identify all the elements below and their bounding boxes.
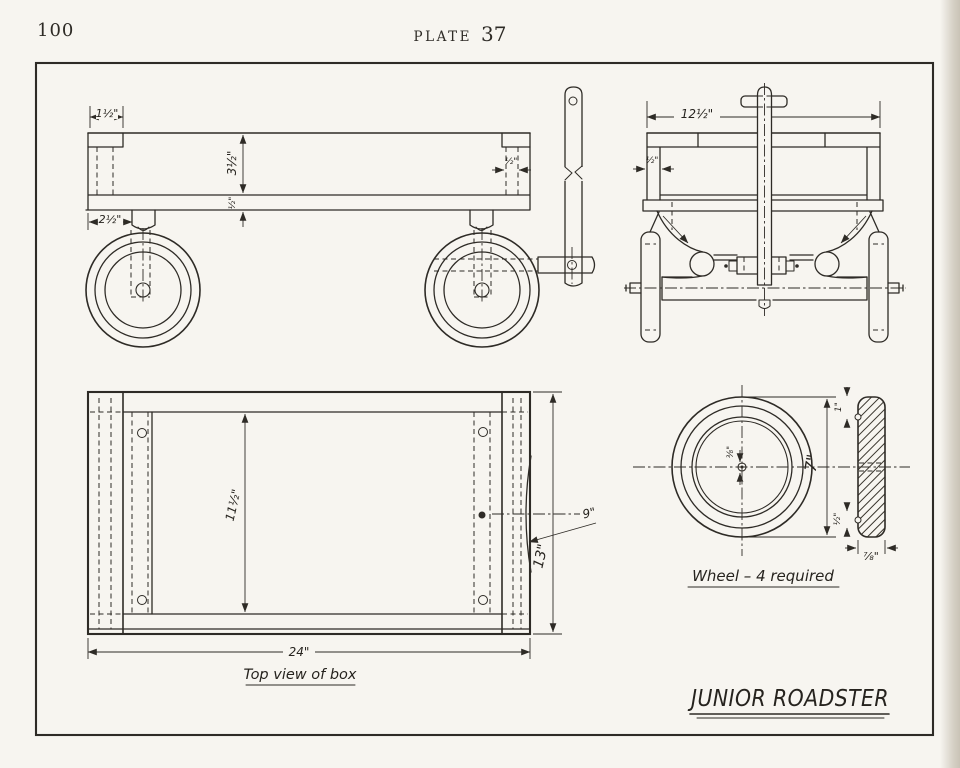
top-left-end	[98, 391, 153, 635]
front-dim-side-thickness: ½"	[646, 156, 659, 166]
top-view: 9" 13" 11½" 24" Top view of box	[86, 390, 597, 686]
side-dim-rear-cleat: ½"	[505, 157, 518, 167]
front-dim-overall-width: 12½"	[681, 107, 713, 121]
wheel-dim-groove: ½"	[833, 513, 843, 526]
front-right-wheel	[868, 231, 889, 343]
wheel-dim-diameter: 7"	[801, 453, 823, 474]
side-front-wheel	[85, 232, 201, 348]
side-rear-wheel	[424, 232, 540, 348]
top-dim-outer-width: 13"	[531, 542, 552, 569]
page-number: 100	[37, 20, 75, 41]
top-dim-inner-length: 11½"	[223, 488, 244, 523]
top-dim-outer-length: 24"	[289, 645, 310, 659]
plate-label: PLATE	[413, 29, 472, 45]
side-dim-bottom-thickness: ½"	[228, 197, 238, 210]
wheel-dim-hub-hole: ⅜"	[726, 446, 736, 458]
side-handle	[562, 86, 584, 287]
title-block: JUNIOR ROADSTER	[687, 686, 890, 719]
front-handle	[740, 86, 788, 309]
side-dim-side-height: 3½"	[225, 151, 239, 176]
side-dim-axle-setback: 2½"	[99, 213, 122, 226]
drawing-title: JUNIOR ROADSTER	[687, 686, 889, 712]
top-arc-cut	[525, 455, 532, 573]
front-view: 12½" ½"	[624, 83, 906, 343]
side-rear-axle-bracket	[469, 209, 494, 304]
wheel-detail: ⅜" 7" 1" ½" ⅞"	[633, 385, 910, 588]
top-dim-arc: 9"	[581, 505, 597, 522]
side-dim-end-lap: 1½"	[96, 107, 119, 120]
top-view-caption: Top view of box	[244, 667, 357, 683]
wheel-dim-face-width: 1"	[834, 402, 844, 412]
wheel-section	[854, 396, 886, 538]
front-left-wheel	[640, 231, 661, 343]
side-view: 1½" 3½" ½" 2½" ½"	[85, 86, 596, 348]
plate-border	[34, 61, 935, 737]
plate-heading: PLATE 37	[0, 22, 920, 46]
side-front-axle-bracket	[130, 209, 156, 304]
side-tongue	[434, 247, 596, 284]
wheel-dim-thickness: ⅞"	[863, 550, 879, 563]
plate-number: 37	[481, 22, 507, 46]
scanned-page-edge	[940, 0, 960, 768]
wheel-caption: Wheel – 4 required	[692, 567, 834, 585]
top-right-end	[473, 391, 532, 635]
